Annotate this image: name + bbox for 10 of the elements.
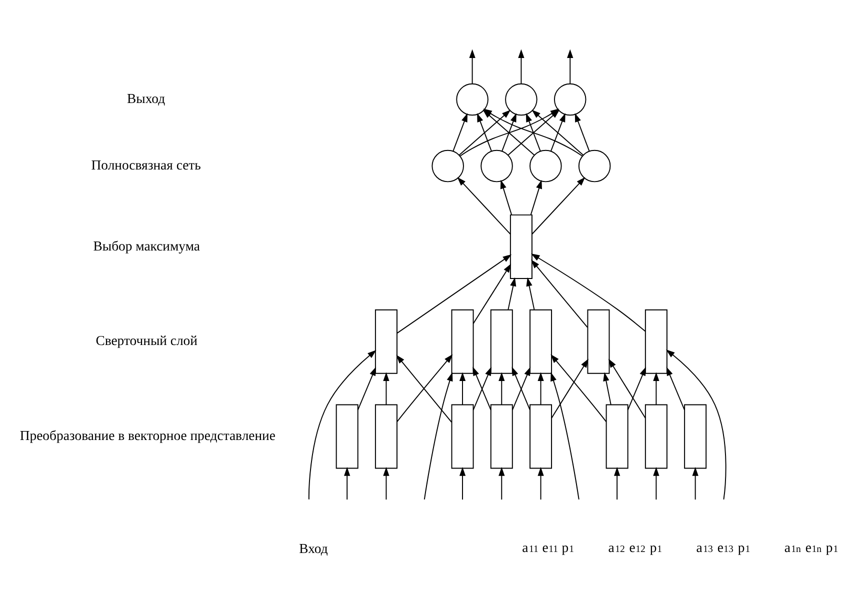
label: a11 e11 p1 xyxy=(522,540,574,555)
label: Преобразование в векторное представление xyxy=(20,428,276,443)
label: a12 e12 p1 xyxy=(608,540,662,555)
label: a13 e13 p1 xyxy=(696,540,750,555)
label: a1n e1n p1 xyxy=(784,540,838,555)
label: Выход xyxy=(127,90,166,106)
label: Полносвязная сеть xyxy=(91,157,201,172)
label: Сверточный слой xyxy=(96,332,198,348)
label: Вход xyxy=(299,540,328,556)
label: Выбор максимума xyxy=(93,238,200,253)
